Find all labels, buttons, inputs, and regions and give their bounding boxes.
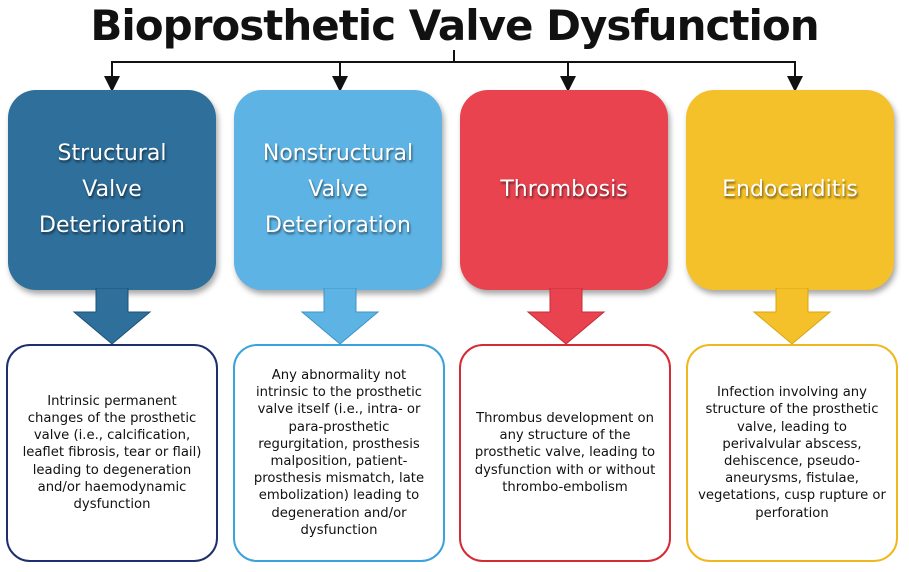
category-label: Thrombosis: [500, 177, 628, 202]
description-box-structural: Intrinsic permanent changes of the prost…: [6, 344, 218, 562]
category-label: Structural Valve Deterioration: [39, 141, 185, 238]
connector-lines: [104, 50, 803, 92]
description-box-nonstructural: Any abnormality not intrinsic to the pro…: [233, 344, 445, 562]
description-box-thrombosis: Thrombus development on any structure of…: [459, 344, 671, 562]
description-text: Thrombus development on any structure of…: [474, 410, 656, 495]
category-box-thrombosis: Thrombosis: [460, 90, 668, 290]
category-label: Endocarditis: [722, 177, 858, 202]
down-arrow-icon: [526, 288, 606, 345]
category-box-nonstructural: Nonstructural Valve Deterioration: [234, 90, 442, 290]
category-box-endocarditis: Endocarditis: [686, 90, 894, 290]
description-text: Intrinsic permanent changes of the prost…: [22, 393, 202, 512]
description-box-endocarditis: Infection involving any structure of the…: [686, 344, 898, 562]
down-arrow-icon: [300, 288, 380, 345]
category-box-structural: Structural Valve Deterioration: [8, 90, 216, 290]
down-arrow-icon: [72, 288, 152, 345]
diagram-title: Bioprosthetic Valve Dysfunction: [90, 1, 819, 50]
description-text: Any abnormality not intrinsic to the pro…: [253, 367, 425, 538]
description-text: Infection involving any structure of the…: [698, 385, 886, 521]
down-arrow-icon: [752, 288, 832, 345]
category-label: Nonstructural Valve Deterioration: [262, 141, 414, 238]
